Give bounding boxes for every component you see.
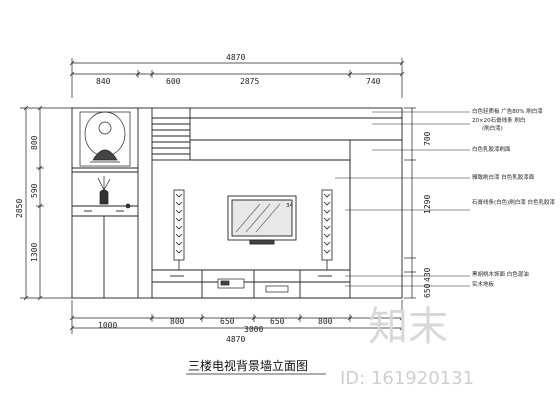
left-overall-dim: 2850 xyxy=(15,199,24,218)
drawing-title: 三楼电视背景墙立面图 xyxy=(188,358,308,373)
left-speaker-icon xyxy=(173,189,185,270)
av-receiver-icon xyxy=(217,278,289,293)
bottom-sub-dim: 3000 xyxy=(244,325,263,334)
left-dim-2: 590 xyxy=(30,183,39,198)
tv-label: 34 xyxy=(286,203,293,209)
watermark-brand: 知末 xyxy=(368,304,448,350)
top-dim-1: 840 xyxy=(96,77,111,86)
leader-lines xyxy=(335,111,470,287)
right-dimensions xyxy=(404,107,416,299)
top-dim-2: 600 xyxy=(166,77,181,86)
note-8: 实木地板 xyxy=(472,280,495,288)
bottom-dim-1: 1000 xyxy=(98,321,117,330)
top-dimensions xyxy=(69,58,405,98)
vase-icon xyxy=(97,176,131,209)
note-1: 白色轻质板 广告80% 刷白漆 xyxy=(472,107,543,115)
note-2: 20×20石膏线条 刷白 xyxy=(472,116,525,124)
right-dim-4: 650 xyxy=(423,283,432,298)
left-dimensions xyxy=(20,105,72,301)
bottom-dim-2: 800 xyxy=(170,317,185,326)
bottom-dim-4: 650 xyxy=(270,317,285,326)
bottom-dimensions xyxy=(69,300,405,334)
note-7: 黑胡桃木饰面 白色混油 xyxy=(472,270,529,278)
wall-outline xyxy=(71,107,403,299)
note-3: (刷白漆) xyxy=(482,124,503,132)
note-5: 雅致刷白漆 白色乳胶漆面 xyxy=(472,173,535,181)
watermark-id: ID: 161920131 xyxy=(340,368,474,389)
top-dim-4: 740 xyxy=(366,77,381,86)
top-overall-dim: 4870 xyxy=(226,53,245,62)
bottom-dim-3: 650 xyxy=(220,317,235,326)
left-dim-1: 800 xyxy=(30,135,39,150)
bottom-dim-5: 800 xyxy=(318,317,333,326)
right-dim-3: 430 xyxy=(423,267,432,282)
buddha-statue-icon xyxy=(79,111,131,167)
right-dim-1: 700 xyxy=(423,131,432,146)
note-6: 石膏线条(白色)刷白漆 白色乳胶漆 xyxy=(472,198,556,206)
note-4: 白色乳胶漆刷面 xyxy=(472,145,511,153)
right-dim-2: 1290 xyxy=(423,195,432,214)
tv-icon xyxy=(227,195,297,245)
bottom-overall-dim: 4870 xyxy=(226,335,245,344)
left-dim-3: 1300 xyxy=(30,243,39,262)
top-dim-3: 2875 xyxy=(240,77,259,86)
right-speaker-icon xyxy=(321,189,333,270)
